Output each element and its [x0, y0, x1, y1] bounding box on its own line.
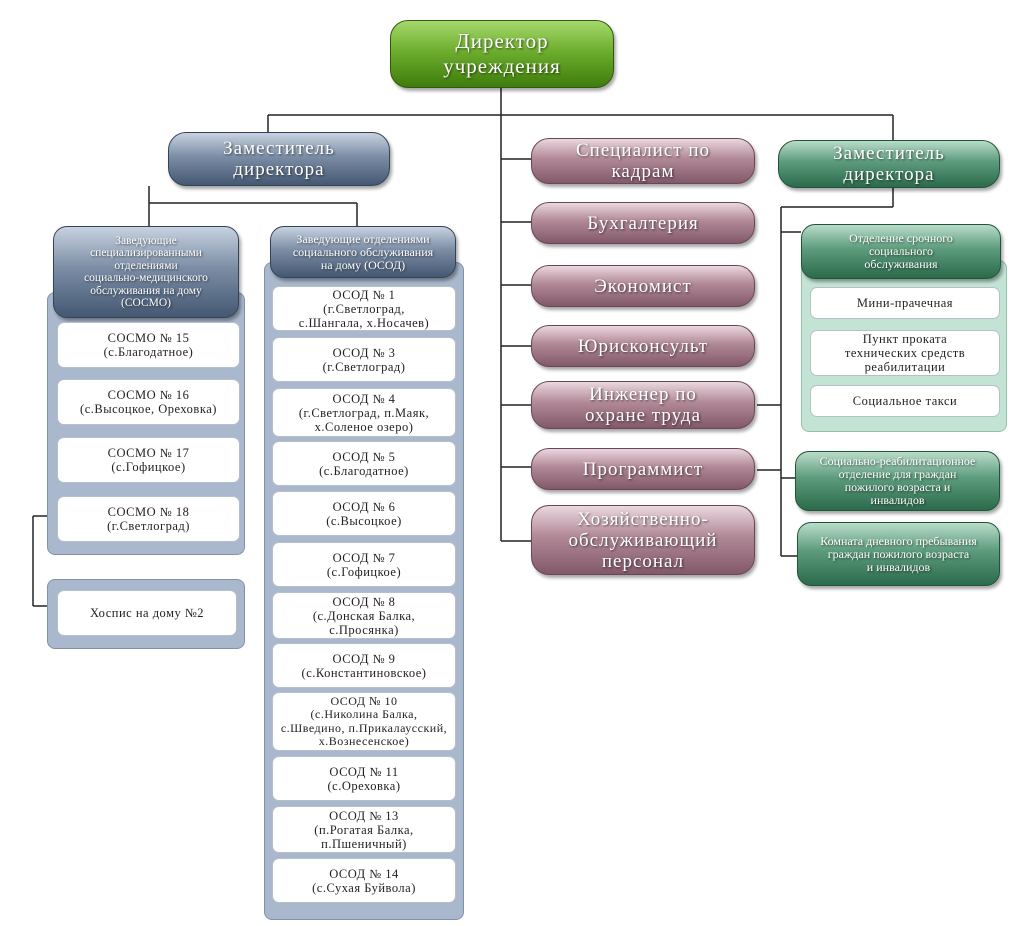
osod-item: ОСОД № 13 (п.Рогатая Балка, п.Пшеничный): [272, 806, 456, 853]
osod-item: ОСОД № 14 (с.Сухая Буйвола): [272, 858, 456, 903]
day-room-node: Комната дневного пребывания граждан пожи…: [797, 522, 1000, 586]
osod-item: ОСОД № 11 (с.Ореховка): [272, 756, 456, 801]
socmo-item: СОСМО № 18 (г.Светлоград): [57, 496, 240, 542]
accounting-node: Бухгалтерия: [531, 202, 755, 244]
rehab-dept-node: Социально-реабилитационное отделение для…: [795, 451, 1000, 511]
right-deputy-node: Заместитель директора: [778, 140, 1000, 188]
urgent-service-item: Мини-прачечная: [810, 287, 1000, 319]
programmer-node: Программист: [531, 448, 755, 490]
osod-item: ОСОД № 8 (с.Донская Балка, с.Просянка): [272, 592, 456, 639]
hr-specialist-node: Специалист по кадрам: [531, 138, 755, 184]
osod-item: ОСОД № 9 (с.Константиновское): [272, 643, 456, 688]
socmo-item: СОСМО № 17 (с.Гофицкое): [57, 437, 240, 483]
osod-item: ОСОД № 4 (г.Светлоград, п.Маяк, х.Солено…: [272, 388, 456, 437]
osod-item: ОСОД № 7 (с.Гофицкое): [272, 542, 456, 587]
legal-counsel-node: Юрисконсульт: [531, 325, 755, 367]
hospice-node: Хоспис на дому №2: [57, 590, 237, 636]
economist-node: Экономист: [531, 265, 755, 307]
socmo-item: СОСМО № 15 (с.Благодатное): [57, 322, 240, 368]
urgent-service-item: Пункт проката технических средств реабил…: [810, 330, 1000, 376]
osod-item: ОСОД № 6 (с.Высоцкое): [272, 491, 456, 536]
osod-item: ОСОД № 10 (с.Николина Балка, с.Шведино, …: [272, 692, 456, 751]
socmo-heads-node: Заведующие специализированными отделения…: [53, 226, 239, 318]
urgent-service-item: Социальное такси: [810, 385, 1000, 417]
osod-item: ОСОД № 1 (г.Светлоград, с.Шангала, х.Нос…: [272, 286, 456, 331]
left-deputy-node: Заместитель директора: [168, 132, 390, 186]
director-node: Директор учреждения: [390, 20, 614, 88]
osod-item: ОСОД № 3 (г.Светлоград): [272, 337, 456, 382]
labor-safety-engineer-node: Инженер по охране труда: [531, 381, 755, 429]
maintenance-staff-node: Хозяйственно- обслуживающий персонал: [531, 505, 755, 575]
osod-item: ОСОД № 5 (с.Благодатное): [272, 441, 456, 486]
socmo-item: СОСМО № 16 (с.Высоцкое, Ореховка): [57, 379, 240, 425]
osod-heads-node: Заведующие отделениями социального обслу…: [270, 226, 456, 278]
urgent-dept-node: Отделение срочного социального обслужива…: [801, 224, 1001, 279]
